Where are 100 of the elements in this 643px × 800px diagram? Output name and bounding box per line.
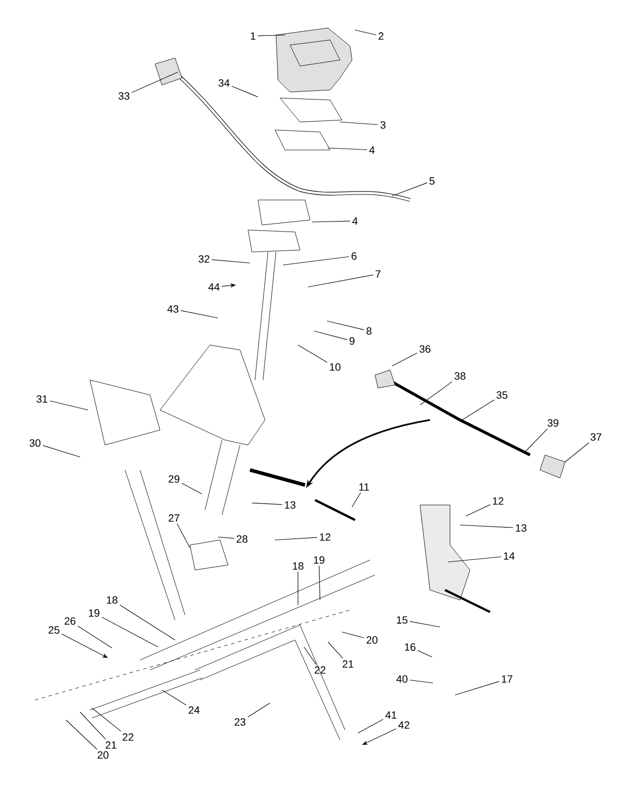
leader-line (462, 400, 494, 420)
leader-line (180, 310, 218, 318)
callout-number: 8 (366, 327, 372, 335)
leader-line (176, 523, 190, 548)
callout-number: 36 (420, 345, 430, 353)
callout-number: 28 (236, 535, 248, 543)
callout-number: 42 (398, 721, 410, 729)
callout-number: 1 (250, 32, 256, 40)
callout-number: 34 (218, 79, 230, 87)
leader-line (328, 642, 344, 659)
callout-number: 12 (492, 497, 504, 505)
callout-number: 33 (118, 92, 130, 100)
callout-number: 22 (122, 733, 134, 741)
leader-line (258, 34, 286, 36)
callout-number: 16 (404, 643, 416, 651)
callout-number: 31 (36, 395, 48, 403)
leader-line (358, 718, 384, 734)
leader-line (252, 502, 282, 505)
callout-number: 24 (188, 706, 200, 714)
callout-number: 4 (352, 217, 358, 225)
leader-line (304, 646, 316, 665)
leader-line (212, 259, 250, 264)
leader-line (132, 72, 178, 93)
callout-number: 15 (396, 616, 408, 624)
leader-line (62, 634, 108, 658)
callout-number: 44 (208, 283, 220, 291)
callout-number: 35 (496, 391, 508, 399)
leader-line (308, 274, 374, 288)
callout-number: 12 (320, 533, 330, 541)
callout-number: 27 (168, 514, 180, 522)
leader-line (282, 256, 350, 266)
callout-number: 32 (198, 255, 210, 263)
callout-number: 18 (106, 596, 118, 604)
leader-line (340, 122, 378, 125)
leader-line (312, 220, 350, 222)
leader-line (564, 442, 590, 462)
callout-number: 13 (516, 524, 526, 532)
leader-line (466, 504, 490, 516)
leader-line (342, 632, 364, 638)
leader-line (102, 616, 158, 648)
callout-number: 14 (504, 552, 515, 560)
leader-line (392, 182, 428, 196)
callout-number: 20 (98, 751, 108, 759)
leader-line (298, 344, 328, 363)
callout-number: 43 (167, 305, 178, 313)
leader-line (448, 556, 502, 562)
leader-line (314, 330, 348, 340)
leader-line (354, 30, 376, 36)
leader-line (66, 720, 98, 750)
leader-line (524, 428, 548, 454)
leader-line (182, 482, 202, 494)
callout-number: 19 (314, 556, 324, 564)
callout-number: 25 (48, 626, 60, 634)
callout-number: 21 (106, 741, 116, 749)
leader-line (454, 681, 500, 696)
callout-number: 9 (350, 337, 354, 345)
leader-line (328, 148, 368, 150)
leader-line (410, 621, 440, 628)
leader-line (410, 680, 434, 684)
callout-number: 6 (352, 252, 356, 260)
leader-line (162, 690, 186, 706)
callout-number: 40 (396, 675, 408, 683)
callout-number: 7 (376, 270, 380, 278)
callout-number: 30 (30, 439, 40, 447)
leader-line (78, 626, 112, 648)
leader-line (248, 702, 270, 718)
callout-number: 38 (454, 372, 466, 380)
leader-line (460, 524, 514, 528)
callout-number: 5 (430, 177, 434, 185)
callout-number: 41 (385, 711, 396, 719)
callout-number: 2 (378, 32, 384, 40)
callout-number: 13 (284, 501, 296, 509)
callout-number: 18 (292, 562, 304, 570)
callout-number: 23 (234, 718, 246, 726)
leader-line (80, 712, 106, 740)
callout-number: 22 (314, 666, 326, 674)
leader-line (326, 320, 364, 330)
callout-number: 26 (64, 617, 76, 625)
callout-number: 21 (342, 660, 354, 668)
callout-number: 20 (366, 636, 378, 644)
leader-line (420, 381, 452, 406)
leader-line (218, 536, 234, 539)
callout-number: 4 (369, 146, 375, 154)
leader-line (362, 728, 396, 745)
leader-line (232, 86, 258, 98)
leader-line (50, 400, 88, 410)
callout-number: 39 (548, 419, 558, 427)
callout-number: 3 (380, 121, 386, 129)
leader-line (42, 445, 80, 458)
leader-line (318, 565, 320, 600)
leader-line (92, 708, 122, 732)
callout-number: 17 (502, 675, 512, 683)
callout-number: 10 (330, 363, 340, 371)
callout-number: 19 (88, 609, 100, 617)
leader-line (418, 650, 432, 658)
leader-line (352, 492, 361, 508)
callout-number: 29 (168, 475, 180, 483)
leader-line (274, 537, 318, 540)
leader-line (120, 604, 176, 640)
leader-line (392, 352, 418, 366)
